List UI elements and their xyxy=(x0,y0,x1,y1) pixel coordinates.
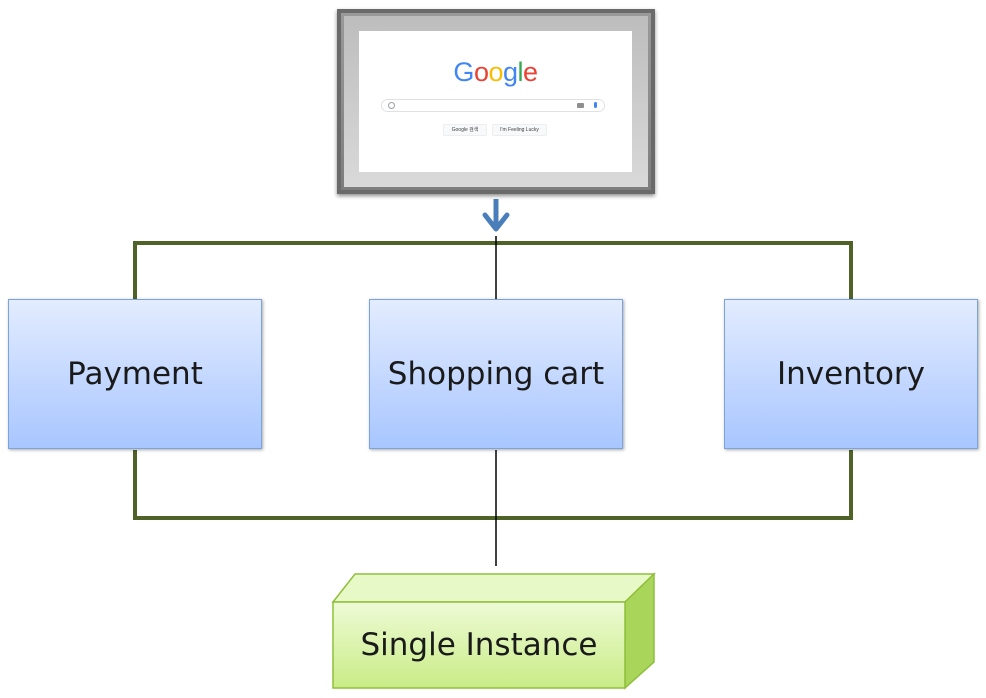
logo-letter: g xyxy=(503,57,518,87)
search-input[interactable] xyxy=(381,99,605,112)
down-arrow-icon xyxy=(482,199,510,232)
browser-screen: Google Google 검색 I'm Feeling Lucky xyxy=(359,31,632,172)
logo-letter: o xyxy=(488,57,503,87)
single-instance-label: Single Instance xyxy=(360,627,598,663)
logo-letter: e xyxy=(523,57,538,87)
inventory-label: Inventory xyxy=(776,356,926,392)
bottom-connector xyxy=(133,450,853,520)
feeling-lucky-button[interactable]: I'm Feeling Lucky xyxy=(492,124,547,136)
microphone-icon[interactable] xyxy=(594,102,597,108)
search-icon xyxy=(388,102,395,109)
logo-letter: G xyxy=(453,57,474,87)
shopping-cart-label: Shopping cart xyxy=(387,356,605,392)
payment-box: Payment xyxy=(8,299,262,449)
logo-letter: o xyxy=(473,57,489,87)
keyboard-icon[interactable] xyxy=(577,103,584,108)
logo-letter: l xyxy=(517,57,524,87)
top-connector xyxy=(133,241,853,299)
single-instance-cube xyxy=(331,572,656,690)
inventory-box: Inventory xyxy=(724,299,978,449)
shopping-cart-box: Shopping cart xyxy=(369,299,623,449)
google-search-button[interactable]: Google 검색 xyxy=(443,124,487,136)
payment-label: Payment xyxy=(67,356,203,392)
google-logo: Google xyxy=(359,57,632,88)
